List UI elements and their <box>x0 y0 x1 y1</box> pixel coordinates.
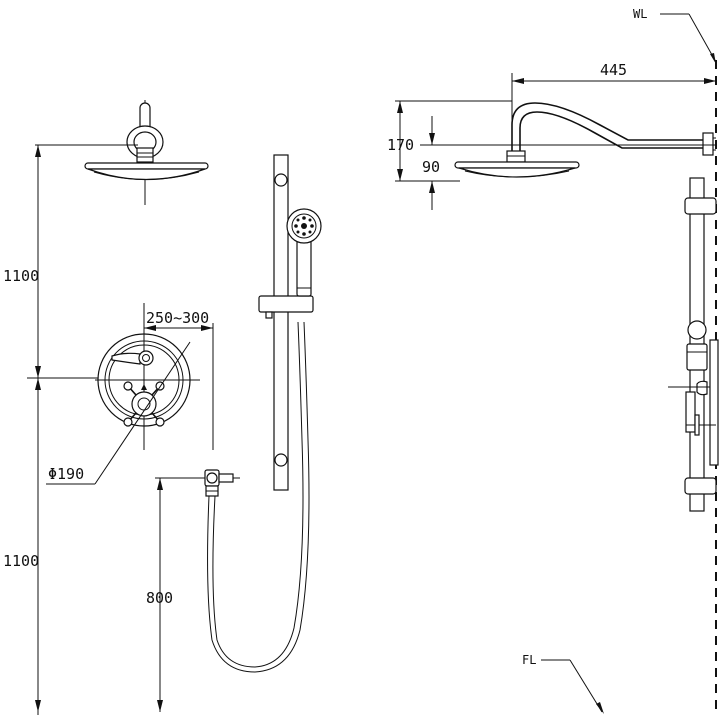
head-drop-dimension: 90 <box>420 116 716 210</box>
front-view: 1100 1100 <box>3 100 322 715</box>
height-dimension-left: 1100 1100 <box>3 144 138 715</box>
floor-line-marker: FL <box>522 653 604 714</box>
dim-250-300: 250~300 <box>146 309 209 327</box>
overhead-shower-side <box>454 102 716 178</box>
side-view: WL FL 445 <box>387 7 719 715</box>
wall-outlet-and-hose: 800 <box>146 321 310 712</box>
dim-1100-top: 1100 <box>3 267 39 285</box>
slide-rail-front <box>258 154 322 491</box>
dim-1100-bottom: 1100 <box>3 552 39 570</box>
dim-diameter-190: Φ190 <box>48 465 84 483</box>
dim-90: 90 <box>422 158 440 176</box>
floor-line-label: FL <box>522 653 536 667</box>
cross-handle <box>123 381 165 427</box>
arm-spread-dimension: 250~300 <box>143 305 214 450</box>
mixer-valve-side <box>668 339 719 466</box>
dim-800: 800 <box>146 589 173 607</box>
arm-rise-dimension: 170 <box>387 100 512 182</box>
dim-170: 170 <box>387 136 414 154</box>
dim-445: 445 <box>600 61 627 79</box>
overhead-shower-front <box>84 100 209 205</box>
wall-line-label: WL <box>633 7 647 21</box>
arm-reach-dimension: 445 <box>511 61 716 120</box>
mixer-valve-plate: Φ190 <box>46 303 200 485</box>
